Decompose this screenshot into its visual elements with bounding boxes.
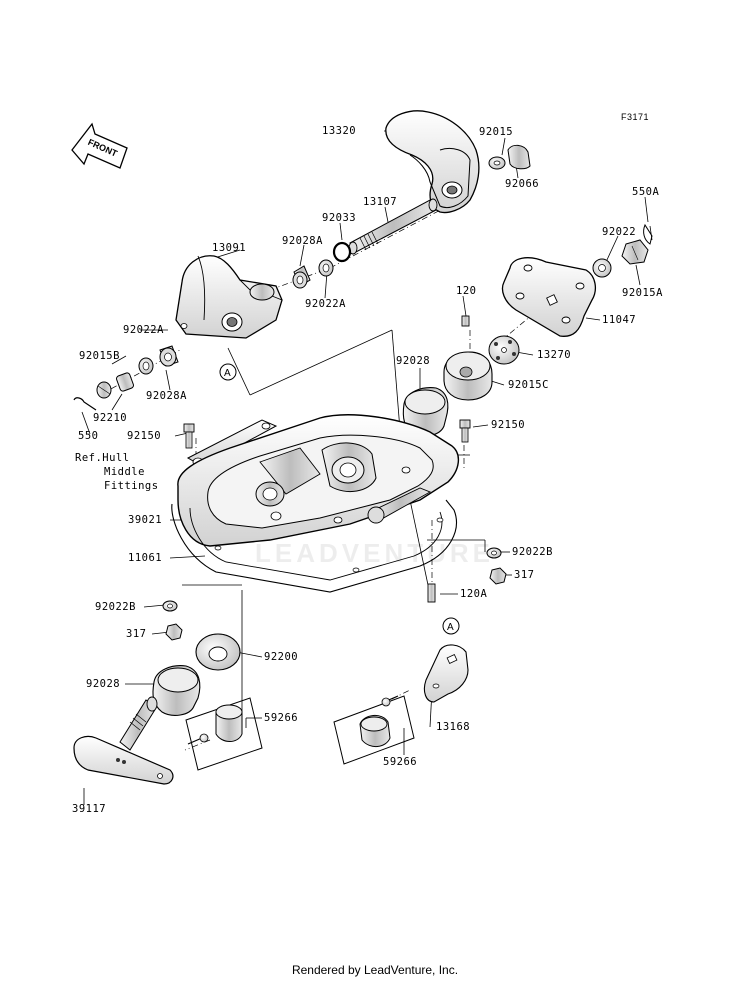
clip-92066 <box>507 144 531 170</box>
watermark: LEADVENTURE <box>255 538 495 568</box>
footer-credit: Rendered by LeadVenture, Inc. <box>291 963 459 977</box>
label-11061[interactable]: 11061 <box>128 552 163 564</box>
cotter-pin-550 <box>73 397 97 411</box>
nut-317-right <box>489 567 507 585</box>
label-120[interactable]: 120 <box>456 285 477 297</box>
bolt-92150-right <box>459 419 471 443</box>
bolt-120A <box>427 583 436 603</box>
label-92210[interactable]: 92210 <box>93 412 128 424</box>
castle-nut-92015B <box>96 381 112 399</box>
label-92028A-left[interactable]: 92028A <box>146 390 187 402</box>
label-11047[interactable]: 11047 <box>602 314 637 326</box>
label-92033[interactable]: 92033 <box>322 212 357 224</box>
label-92028-mid[interactable]: 92028 <box>396 355 431 367</box>
washer-92022B-right <box>486 547 502 559</box>
lever-13320 <box>385 110 480 214</box>
label-92015C[interactable]: 92015C <box>508 379 549 391</box>
ref-hull-line-3: Fittings <box>104 480 159 492</box>
label-92022[interactable]: 92022 <box>602 226 637 238</box>
label-92028-low[interactable]: 92028 <box>86 678 121 690</box>
label-13091[interactable]: 13091 <box>212 242 247 254</box>
front-arrow-icon: FRONT <box>71 122 128 169</box>
shaft-13107 <box>348 198 438 255</box>
callout-marker-a-bottom: A <box>442 617 460 635</box>
label-92022B-right[interactable]: 92022B <box>512 546 553 558</box>
label-92200[interactable]: 92200 <box>264 651 299 663</box>
label-59266-right[interactable]: 59266 <box>383 756 418 768</box>
label-92066[interactable]: 92066 <box>505 178 540 190</box>
kit-59266-left <box>185 697 263 771</box>
kit-59266-right <box>333 695 415 765</box>
label-59266-left[interactable]: 59266 <box>264 712 299 724</box>
bolt-120 <box>461 315 470 327</box>
bushing-92028-mid <box>402 387 449 437</box>
washer-92022A-left <box>138 357 154 375</box>
label-92150-right[interactable]: 92150 <box>491 419 526 431</box>
bracket-13168 <box>423 644 469 703</box>
washer-92200 <box>195 633 241 671</box>
label-92015[interactable]: 92015 <box>479 126 514 138</box>
label-92015A[interactable]: 92015A <box>622 287 663 299</box>
housing-39021 <box>177 414 459 547</box>
ref-hull-line-1: Ref.Hull <box>75 452 130 464</box>
gasket-11061 <box>171 499 457 593</box>
callout-marker-a-top: A <box>219 363 237 381</box>
label-92028A-top[interactable]: 92028A <box>282 235 323 247</box>
label-550A[interactable]: 550A <box>632 186 660 198</box>
label-120A[interactable]: 120A <box>460 588 488 600</box>
label-92022A-left[interactable]: 92022A <box>123 324 164 336</box>
figure-ref: F3171 <box>621 112 650 122</box>
bolt-92150-left <box>183 423 195 449</box>
bushing-92015C <box>443 351 493 401</box>
cotter-pin-550A <box>643 223 653 245</box>
plate-13270 <box>488 335 520 365</box>
circlip-92033 <box>332 241 352 263</box>
label-92022A-top[interactable]: 92022A <box>305 298 346 310</box>
nut-317-left <box>165 623 183 641</box>
label-92022B-left[interactable]: 92022B <box>95 601 136 613</box>
bushing-92028-low <box>152 665 201 716</box>
label-13107[interactable]: 13107 <box>363 196 398 208</box>
label-550[interactable]: 550 <box>78 430 99 442</box>
nut-92015 <box>488 156 506 170</box>
label-39117[interactable]: 39117 <box>72 803 107 815</box>
ref-hull-line-2: Middle <box>104 466 145 478</box>
label-92150-left[interactable]: 92150 <box>127 430 162 442</box>
callout-marker-a-top-label: A <box>224 368 231 379</box>
bushing-92028A-top <box>292 265 311 289</box>
label-13270[interactable]: 13270 <box>537 349 572 361</box>
bracket-plate-11047 <box>501 257 597 337</box>
lever-arm-39117 <box>73 696 174 785</box>
label-92015B[interactable]: 92015B <box>79 350 120 362</box>
washer-92022 <box>592 258 612 278</box>
label-317-right[interactable]: 317 <box>514 569 535 581</box>
label-39021[interactable]: 39021 <box>128 514 163 526</box>
washer-92022B-left <box>162 600 178 612</box>
bracket-13091 <box>175 255 283 339</box>
castle-nut-92015A <box>621 239 649 265</box>
bushing-92028A-left <box>159 345 179 367</box>
label-13168[interactable]: 13168 <box>436 721 471 733</box>
spring-92210 <box>116 372 134 392</box>
label-317-left[interactable]: 317 <box>126 628 147 640</box>
washer-92022A-top <box>318 259 334 277</box>
label-13320[interactable]: 13320 <box>322 125 357 137</box>
callout-marker-a-bottom-label: A <box>447 622 454 633</box>
